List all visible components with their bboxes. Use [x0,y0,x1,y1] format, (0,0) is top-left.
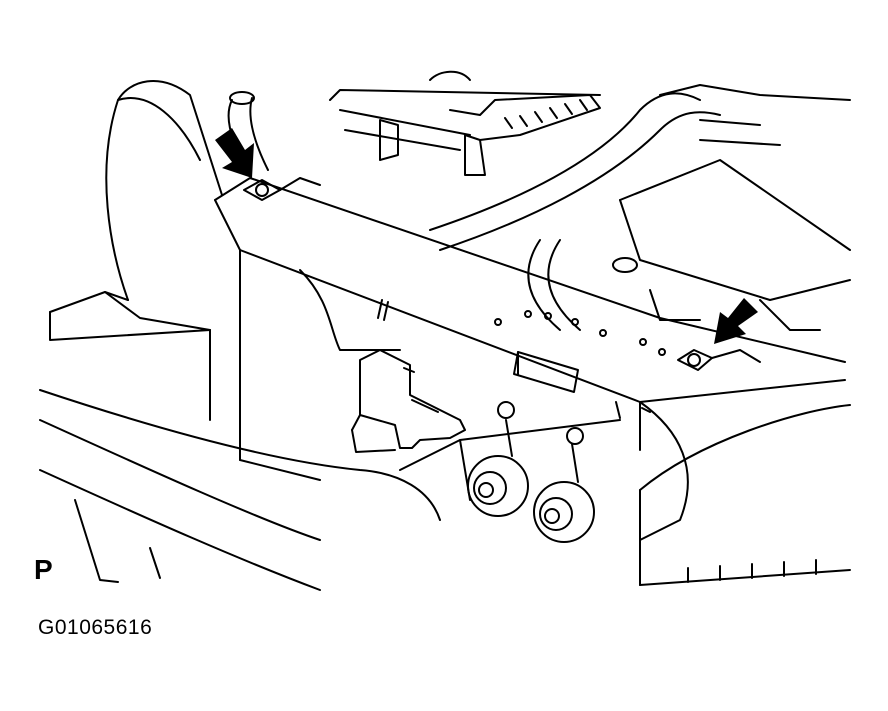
right-fender [639,404,851,586]
radiator-support [214,177,846,461]
radiator-hose [429,92,721,331]
front-body-lower [39,389,689,591]
horn-right [533,427,595,543]
left-fender [49,80,223,421]
air-intake-duct [329,70,601,176]
horn-left [467,401,529,517]
callout-arrow-icon [215,128,254,178]
bolt-right [677,349,761,371]
view-marker: P [34,554,53,585]
bolt-left [243,177,321,201]
callout-arrow-icon [714,298,758,344]
figure-code: G01065616 [38,616,153,639]
center-bracket-plate [513,351,579,393]
engine-right-area [612,84,851,331]
hood-latch-bracket [351,349,466,453]
